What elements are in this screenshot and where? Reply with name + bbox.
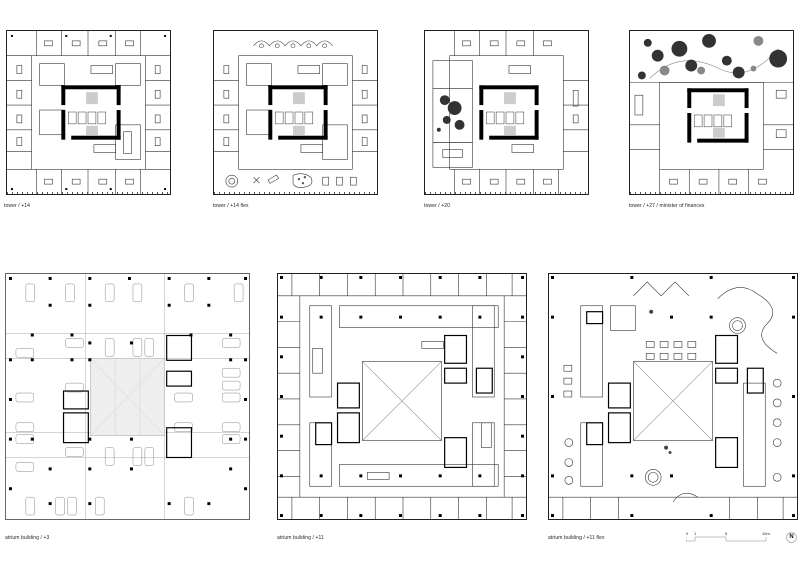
plan-tower-14 bbox=[6, 30, 171, 195]
plan-atrium-11 bbox=[277, 273, 527, 520]
caption-atrium-11: atrium building / +11 bbox=[277, 535, 324, 541]
floor-plan-drawing bbox=[214, 40, 377, 188]
floor-plan-drawing bbox=[549, 275, 797, 519]
facade-grid bbox=[630, 192, 793, 194]
caption-tower-27: tower / +27 / minister of finances bbox=[629, 203, 705, 209]
floor-plan-drawing bbox=[432, 31, 588, 194]
plan-tower-14-flex bbox=[213, 30, 378, 195]
plan-tower-20 bbox=[424, 30, 589, 195]
caption-atrium-3: atrium building / +3 bbox=[5, 535, 50, 541]
scale-bar-graphic bbox=[685, 536, 767, 542]
caption-tower-20: tower / +20 bbox=[424, 203, 450, 209]
facade-grid bbox=[214, 192, 377, 194]
floor-plan-drawing bbox=[7, 31, 170, 194]
caption-tower-14-flex: tower / +14 flex bbox=[213, 203, 249, 209]
scale-bar: 0 1 5 10m bbox=[685, 531, 776, 547]
facade-grid bbox=[425, 192, 588, 194]
plan-atrium-11-flex bbox=[548, 273, 798, 520]
north-arrow-icon: N bbox=[786, 532, 797, 543]
facade-grid bbox=[7, 192, 170, 194]
floor-plan-drawing bbox=[630, 33, 793, 194]
scale-label-5: 5 bbox=[725, 531, 728, 536]
north-label: N bbox=[789, 534, 794, 540]
scale-label-1: 1 bbox=[694, 531, 697, 536]
caption-atrium-11-flex: atrium building / +11 flex bbox=[548, 535, 605, 541]
plan-atrium-3 bbox=[5, 273, 250, 520]
plan-tower-27 bbox=[629, 30, 794, 195]
floor-plan-drawing bbox=[6, 274, 249, 519]
scale-label-10m: 10m bbox=[762, 531, 770, 536]
floor-plan-drawing bbox=[278, 274, 526, 519]
scale-label-0: 0 bbox=[686, 531, 689, 536]
caption-tower-14: tower / +14 bbox=[4, 203, 30, 209]
